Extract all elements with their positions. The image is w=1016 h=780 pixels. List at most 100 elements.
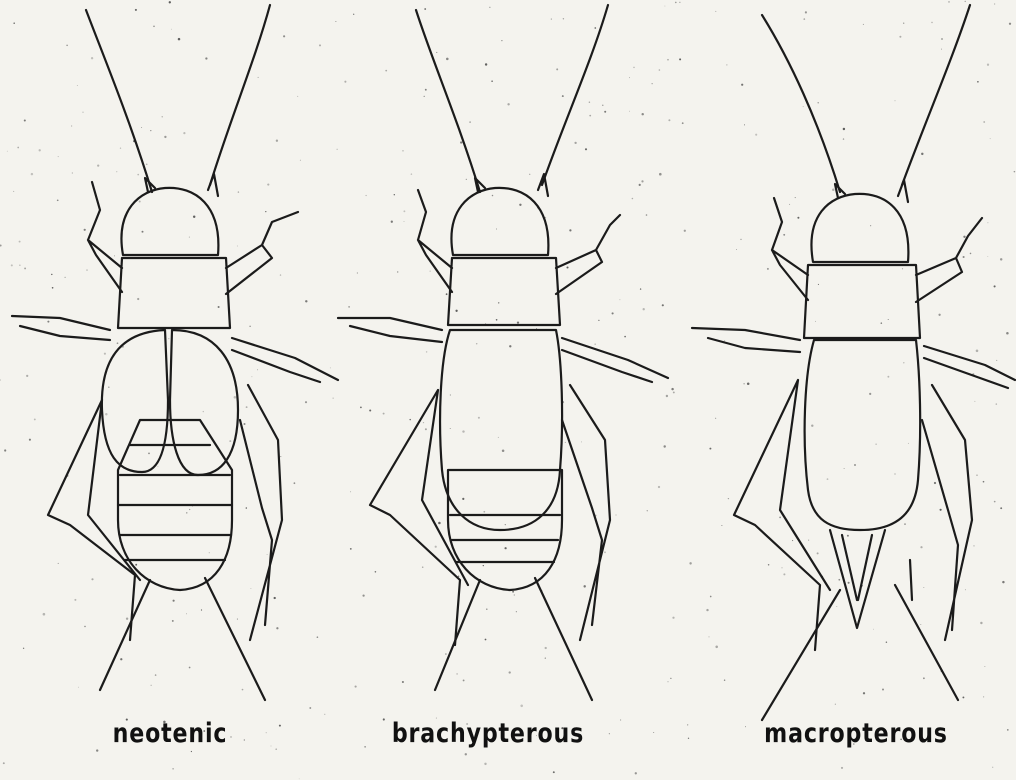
paper-speck	[126, 617, 128, 619]
paper-speck	[424, 96, 425, 97]
paper-speck	[569, 229, 571, 231]
paper-speck	[137, 298, 139, 300]
paper-speck	[265, 211, 266, 212]
paper-speck	[360, 407, 362, 409]
paper-speck	[687, 724, 688, 725]
paper-speck	[96, 749, 98, 751]
paper-speck	[425, 428, 427, 430]
paper-speck	[863, 692, 865, 694]
paper-speck	[86, 270, 87, 271]
paper-speck	[863, 24, 864, 25]
paper-speck	[604, 111, 606, 113]
cercus-right	[205, 578, 265, 700]
paper-speck	[520, 705, 523, 708]
paper-speck	[721, 525, 722, 526]
paper-speck	[114, 255, 115, 256]
paper-speck	[854, 464, 856, 466]
paper-speck	[486, 608, 487, 609]
paper-speck	[843, 138, 844, 139]
foreleg-right	[226, 212, 298, 294]
paper-speck	[545, 647, 547, 649]
paper-speck	[783, 573, 785, 575]
foreleg-right	[556, 215, 620, 294]
paper-speck	[365, 195, 366, 196]
paper-speck	[747, 382, 750, 385]
paper-speck	[476, 343, 477, 344]
paper-speck	[258, 77, 259, 78]
paper-speck	[848, 582, 850, 584]
paper-speck	[836, 606, 837, 607]
paper-speck	[186, 613, 187, 614]
paper-speck	[514, 594, 515, 595]
paper-speck	[667, 59, 669, 61]
paper-speck	[629, 111, 630, 112]
paper-speck	[604, 551, 606, 553]
paper-speck	[350, 491, 351, 492]
paper-speck	[430, 271, 431, 272]
paper-speck	[869, 393, 871, 395]
paper-speck	[491, 80, 493, 82]
paper-speck	[987, 64, 989, 66]
paper-speck	[647, 510, 648, 511]
hindleg-right	[240, 385, 282, 640]
paper-speck	[484, 763, 486, 765]
paper-speck	[483, 511, 485, 513]
paper-speck	[168, 338, 169, 339]
paper-speck	[920, 624, 921, 625]
paper-speck	[963, 256, 965, 258]
paper-speck	[811, 425, 813, 427]
paper-speck	[545, 657, 546, 658]
paper-speck	[362, 594, 364, 596]
paper-speck	[164, 136, 166, 138]
paper-speck	[375, 571, 377, 573]
paper-speck	[137, 174, 139, 176]
cercus-left	[762, 590, 840, 720]
hindleg-left	[48, 400, 140, 640]
paper-speck	[574, 142, 576, 144]
paper-speck	[994, 4, 995, 5]
paper-speck	[882, 688, 884, 690]
paper-speck	[463, 679, 465, 681]
paper-speck	[974, 401, 975, 402]
midleg-left	[12, 316, 110, 340]
paper-speck	[203, 411, 204, 412]
paper-speck	[740, 239, 741, 240]
paper-speck	[13, 191, 14, 192]
paper-speck	[0, 244, 2, 246]
midleg-left	[692, 328, 800, 352]
paper-speck	[19, 265, 20, 266]
paper-speck	[894, 473, 895, 474]
paper-speck	[563, 18, 564, 19]
paper-speck	[218, 306, 220, 308]
paper-speck	[237, 619, 238, 620]
paper-speck	[172, 768, 174, 770]
label-neotenic: neotenic	[47, 718, 293, 749]
paper-speck	[870, 225, 871, 226]
paper-speck	[620, 719, 621, 720]
paper-speck	[519, 204, 521, 206]
paper-speck	[466, 179, 467, 180]
paper-speck	[17, 147, 19, 149]
paper-speck	[903, 362, 904, 363]
pronotum	[118, 258, 230, 328]
paper-speck	[189, 667, 191, 669]
paper-speck	[987, 222, 988, 223]
paper-speck	[976, 350, 979, 353]
paper-speck	[902, 268, 903, 269]
midleg-right	[562, 338, 668, 382]
paper-speck	[309, 707, 311, 709]
foreleg-right	[916, 218, 982, 302]
paper-speck	[505, 524, 506, 525]
paper-speck	[903, 23, 904, 24]
paper-speck	[965, 1, 966, 2]
paper-speck	[150, 130, 151, 131]
paper-speck	[904, 523, 905, 524]
paper-speck	[51, 274, 52, 275]
paper-speck	[297, 96, 298, 97]
paper-speck	[741, 84, 743, 86]
paper-speck	[462, 498, 464, 500]
paper-speck	[715, 418, 716, 419]
paper-speck	[135, 9, 137, 11]
paper-speck	[566, 266, 568, 268]
